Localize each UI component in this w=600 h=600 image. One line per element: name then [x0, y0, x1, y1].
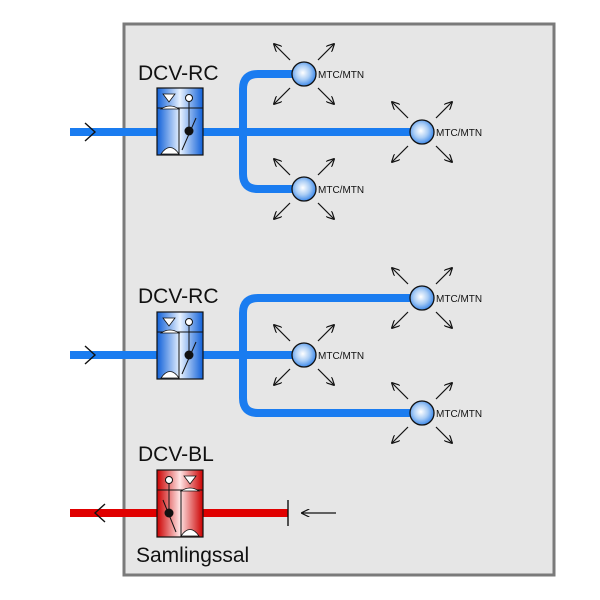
airflow-arrow-icon: [392, 383, 409, 400]
airflow-arrow-icon: [317, 87, 334, 104]
supply-duct-1: [70, 70, 420, 193]
diffuser-icon: [291, 176, 317, 202]
diffuser-icon: [409, 119, 435, 145]
diffuser-mtc-mtn[interactable]: MTC/MTN: [274, 325, 364, 385]
diffuser-icon: [291, 342, 317, 368]
airflow-arrow-icon: [274, 44, 291, 61]
diffuser-mtc-mtn[interactable]: MTC/MTN: [392, 102, 482, 162]
diffuser-mtc-mtn[interactable]: MTC/MTN: [392, 268, 482, 328]
airflow-arrow-icon: [317, 325, 334, 342]
airflow-arrow-icon: [435, 426, 452, 443]
airflow-arrow-icon: [317, 44, 334, 61]
diffuser-mtc-mtn[interactable]: MTC/MTN: [392, 383, 482, 443]
airflow-arrow-icon: [392, 268, 409, 285]
airflow-arrow-icon: [435, 102, 452, 119]
airflow-arrow-icon: [392, 145, 409, 162]
dcv-rc-unit-1[interactable]: [156, 87, 204, 156]
diffuser-label: MTC/MTN: [436, 294, 482, 305]
airflow-arrow-icon: [392, 426, 409, 443]
diffuser-icon: [409, 400, 435, 426]
unit-label: DCV-RC: [138, 285, 219, 308]
diffuser-icon: [409, 285, 435, 311]
airflow-arrow-icon: [317, 159, 334, 176]
airflow-arrow-icon: [274, 202, 291, 219]
airflow-arrow-icon: [392, 311, 409, 328]
diffuser-label: MTC/MTN: [436, 128, 482, 139]
diffuser-icon: [291, 61, 317, 87]
diffuser-mtc-mtn[interactable]: MTC/MTN: [274, 44, 364, 104]
airflow-arrow-icon: [274, 87, 291, 104]
room-label: Samlingssal: [136, 544, 249, 567]
diffuser-label: MTC/MTN: [318, 351, 364, 362]
dcv-bl-unit[interactable]: [156, 469, 204, 538]
flow-direction-icon: [93, 503, 106, 523]
airflow-arrow-icon: [435, 311, 452, 328]
airflow-arrow-icon: [435, 145, 452, 162]
airflow-arrow-icon: [435, 383, 452, 400]
airflow-arrow-icon: [274, 325, 291, 342]
diffuser-label: MTC/MTN: [318, 185, 364, 196]
unit-label: DCV-BL: [138, 443, 214, 466]
diffuser-mtc-mtn[interactable]: MTC/MTN: [274, 159, 364, 219]
airflow-arrow-icon: [317, 368, 334, 385]
dcv-rc-unit-2[interactable]: [156, 311, 204, 380]
airflow-arrow-icon: [435, 268, 452, 285]
airflow-arrow-icon: [274, 368, 291, 385]
flow-direction-icon: [84, 122, 97, 142]
diffuser-label: MTC/MTN: [436, 409, 482, 420]
airflow-arrow-icon: [274, 159, 291, 176]
airflow-arrow-icon: [317, 202, 334, 219]
diffuser-label: MTC/MTN: [318, 70, 364, 81]
flow-direction-icon: [84, 345, 97, 365]
unit-label: DCV-RC: [138, 62, 219, 85]
airflow-arrow-icon: [392, 102, 409, 119]
